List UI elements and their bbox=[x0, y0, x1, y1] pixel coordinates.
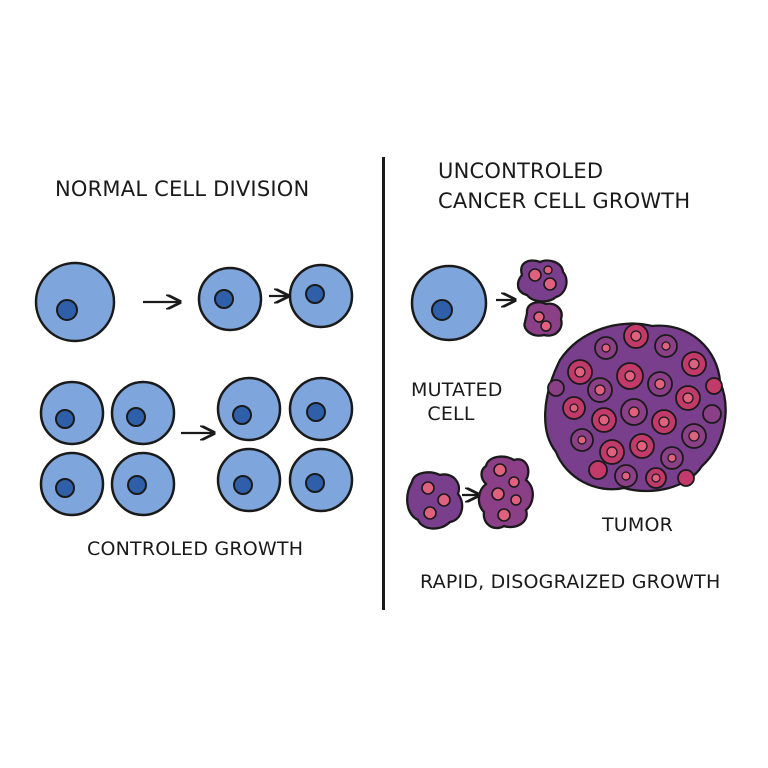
normal-cell bbox=[39, 451, 105, 517]
controlled-growth-caption: CONTROLED GROWTH bbox=[87, 538, 304, 560]
tumor-mass bbox=[544, 322, 727, 493]
normal-division-title: NORMAL CELL DIVISION bbox=[55, 177, 310, 201]
cancer-title-line2: CANCER CELL GROWTH bbox=[438, 189, 691, 213]
normal-cell-grid-before bbox=[39, 380, 176, 517]
normal-cell-grid-after bbox=[216, 376, 354, 513]
normal-cell bbox=[110, 380, 176, 446]
cancer-cell-dividing-top bbox=[516, 259, 568, 303]
normal-cell bbox=[39, 380, 105, 446]
tumor-label: TUMOR bbox=[602, 514, 674, 536]
daughter-cell-1 bbox=[197, 266, 263, 332]
normal-cell-large bbox=[34, 261, 116, 343]
tumor-cells bbox=[547, 323, 723, 489]
mutated-cell-label-line1: MUTATED bbox=[411, 379, 503, 401]
normal-cell bbox=[110, 451, 176, 517]
normal-cell bbox=[216, 447, 282, 513]
normal-cell bbox=[288, 447, 354, 513]
panel-divider bbox=[382, 157, 385, 610]
mutated-cell-label-line2: CELL bbox=[427, 403, 475, 425]
normal-cell bbox=[216, 376, 282, 442]
daughter-cell-2 bbox=[288, 263, 354, 329]
rapid-growth-caption: RAPID, DISOGRAIZED GROWTH bbox=[420, 571, 721, 593]
mutated-cell bbox=[410, 264, 488, 342]
normal-cell bbox=[288, 376, 354, 442]
cancer-cell-dividing-bottom bbox=[523, 301, 563, 337]
cancer-title-line1: UNCONTROLED bbox=[438, 159, 604, 183]
cancer-cell-lower-left bbox=[406, 471, 464, 530]
cancer-cell-cluster-small bbox=[477, 455, 534, 530]
